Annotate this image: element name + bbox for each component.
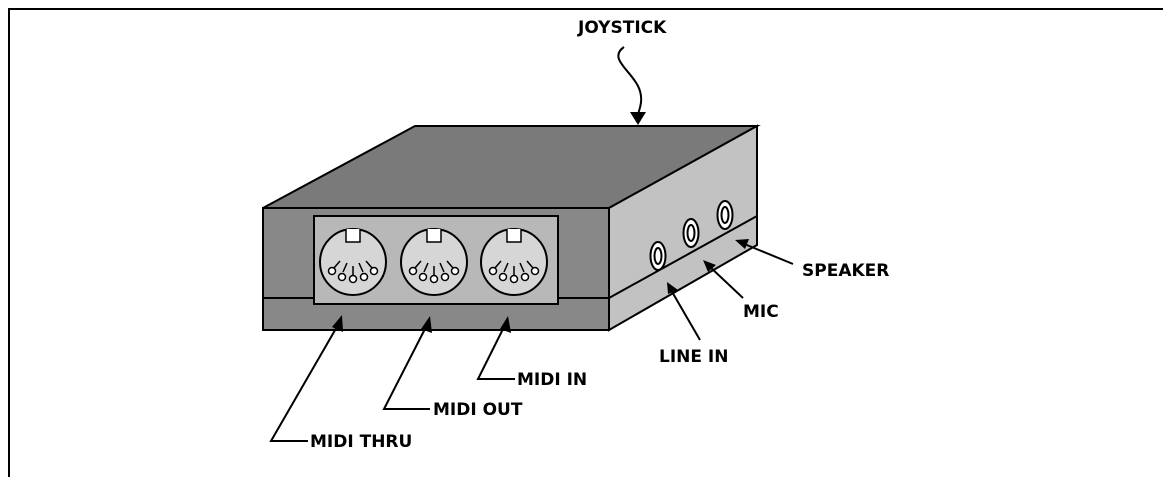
midi-in-leader-line — [476, 324, 515, 380]
midi-out-connector — [400, 228, 468, 296]
midi-in-arrowhead — [500, 316, 511, 333]
midi-in-connector — [480, 228, 548, 296]
joystick-leader-line — [617, 46, 643, 115]
midi-out-leader-line — [382, 324, 430, 410]
mic-arrowhead — [703, 260, 716, 272]
midi-out-arrowhead — [421, 316, 432, 333]
speaker-label: SPEAKER — [802, 261, 889, 281]
frame-border — [8, 8, 1163, 477]
joystick-label: JOYSTICK — [577, 18, 667, 38]
line-in-jack — [649, 241, 667, 271]
speaker-jack — [716, 200, 734, 230]
midi-thru-leader-line — [269, 324, 339, 442]
joystick-arrowhead — [630, 112, 646, 125]
midi-thru-label: MIDI THRU — [310, 432, 412, 452]
speaker-leader-line — [741, 242, 794, 265]
line-in-label: LINE IN — [659, 347, 728, 367]
midi-in-label: MIDI IN — [517, 370, 587, 390]
mic-jack — [682, 218, 700, 248]
line-in-arrowhead — [667, 282, 678, 294]
speaker-arrowhead — [735, 239, 749, 249]
midi-out-label: MIDI OUT — [433, 400, 523, 420]
line-in-leader-line — [670, 289, 701, 341]
side-seam-line — [608, 215, 758, 299]
mic-label: MIC — [743, 302, 779, 322]
midi-thru-connector — [319, 228, 387, 296]
mic-leader-line — [708, 265, 744, 299]
midi-thru-arrowhead — [332, 315, 343, 332]
